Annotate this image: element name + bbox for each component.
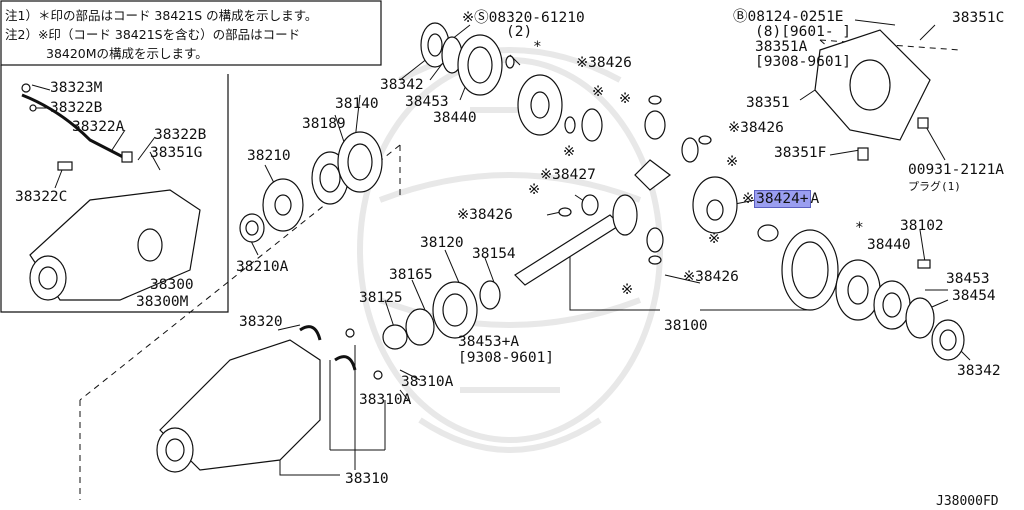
label-38424-highlighted[interactable]: 38424+: [754, 190, 811, 208]
label-38300[interactable]: 38300: [150, 277, 194, 293]
label-38351G[interactable]: 38351G: [150, 145, 203, 161]
label-38351[interactable]: 38351: [746, 95, 790, 111]
label-38342-top[interactable]: 38342: [380, 77, 424, 93]
label-38440-right[interactable]: 38440: [867, 237, 911, 253]
kome-mark-1: ※: [592, 84, 605, 100]
label-00931-2121A[interactable]: 00931-2121A: [908, 162, 1005, 178]
label-38424-prefix: ※: [742, 191, 755, 207]
label-08320-qty: (2): [506, 24, 533, 40]
label-38322B-b[interactable]: 38322B: [154, 127, 207, 143]
label-38424-suffix: A: [810, 191, 820, 207]
carrier-housing: [156, 325, 383, 473]
label-38453-top[interactable]: 38453: [405, 94, 449, 110]
label-38424-group[interactable]: ※38424+A: [742, 190, 820, 208]
label-38351F[interactable]: 38351F: [774, 145, 827, 161]
label-38426-d[interactable]: ※38426: [683, 269, 739, 285]
front-bearing-group: [239, 131, 501, 350]
kome-mark-4: ※: [726, 154, 739, 170]
diagram-code: J38000FD: [936, 494, 999, 509]
label-38322B-a[interactable]: 38322B: [50, 100, 103, 116]
label-38453A[interactable]: 38453+A: [458, 334, 520, 350]
label-38426-c[interactable]: ※38426: [457, 207, 513, 223]
kome-mark-5: ※: [528, 182, 541, 198]
pinion-bearing-group: [420, 22, 563, 136]
label-38140[interactable]: 38140: [335, 96, 379, 112]
label-38351C[interactable]: 38351C: [952, 10, 1005, 26]
kome-mark-7: ※: [621, 282, 634, 298]
label-08124-0251E[interactable]: Ⓑ08124-0251E: [733, 9, 844, 25]
label-38440-top[interactable]: 38440: [433, 110, 477, 126]
drive-pinion: [514, 194, 638, 286]
label-38125[interactable]: 38125: [359, 290, 403, 306]
label-38210[interactable]: 38210: [247, 148, 291, 164]
label-38189[interactable]: 38189: [302, 116, 346, 132]
label-38102[interactable]: 38102: [900, 218, 944, 234]
label-38210A[interactable]: 38210A: [236, 259, 289, 275]
label-00931-desc: プラグ(1): [908, 180, 961, 193]
label-38351A-range: [9308-9601]: [755, 54, 852, 70]
label-38310[interactable]: 38310: [345, 471, 389, 487]
label-38342-right[interactable]: 38342: [957, 363, 1001, 379]
ring-gear-group: [781, 229, 965, 361]
label-38320[interactable]: 38320: [239, 314, 283, 330]
label-38453-right[interactable]: 38453: [946, 271, 990, 287]
star-mark-right: *: [855, 220, 864, 236]
label-38351A[interactable]: 38351A: [755, 39, 808, 55]
label-08124-qty: (8)[9601- ]: [755, 24, 852, 40]
label-38323M[interactable]: 38323M: [50, 80, 103, 96]
label-38427[interactable]: ※38427: [540, 167, 596, 183]
label-38322A[interactable]: 38322A: [72, 119, 125, 135]
inset-box: [0, 65, 229, 313]
label-38322C[interactable]: 38322C: [15, 189, 68, 205]
differential-gears: [558, 95, 779, 265]
kome-mark-2: ※: [619, 91, 632, 107]
label-08320-61210[interactable]: ※Ⓢ08320-61210: [462, 10, 585, 26]
notes-box: [0, 0, 382, 66]
label-38310A-b[interactable]: 38310A: [359, 392, 412, 408]
label-38426-b[interactable]: ※38426: [728, 120, 784, 136]
kome-mark-3: ※: [563, 144, 576, 160]
label-38100[interactable]: 38100: [664, 318, 708, 334]
label-38454[interactable]: 38454: [952, 288, 996, 304]
label-38165[interactable]: 38165: [389, 267, 433, 283]
label-38120[interactable]: 38120: [420, 235, 464, 251]
label-38310A-a[interactable]: 38310A: [401, 374, 454, 390]
label-38300M[interactable]: 38300M: [136, 294, 189, 310]
star-mark-top: *: [533, 39, 542, 55]
note-line-2: 注2）※印（コード 38421Sを含む）の部品はコード: [5, 27, 301, 42]
note-line-1: 注1）＊印の部品はコード 38421S の構成を示します。: [5, 8, 318, 23]
label-38154[interactable]: 38154: [472, 246, 516, 262]
label-38426-a[interactable]: ※38426: [576, 55, 632, 71]
rear-cover: [814, 29, 931, 161]
axle-assembly-inset: [21, 83, 201, 301]
kome-mark-6: ※: [708, 231, 721, 247]
label-38453A-range: [9308-9601]: [458, 350, 555, 366]
note-line-3: 38420Mの構成を示します。: [46, 46, 208, 61]
